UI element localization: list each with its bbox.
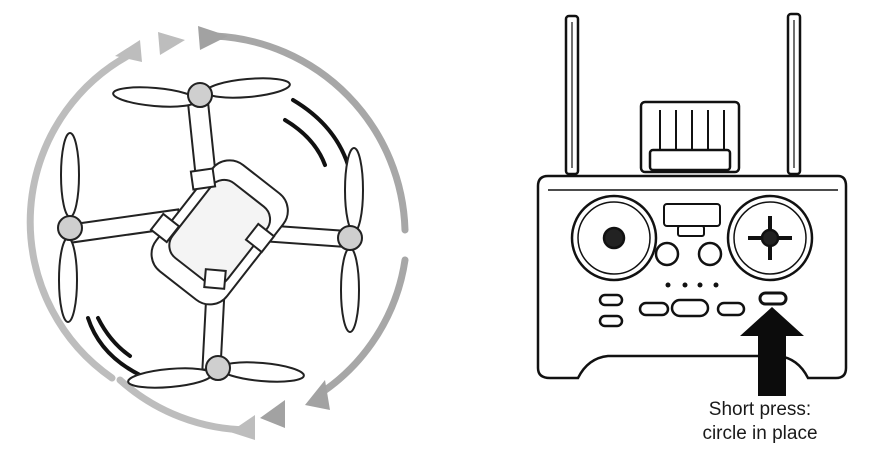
- left-stick[interactable]: [570, 194, 658, 282]
- circle-in-place-button[interactable]: [758, 291, 788, 306]
- drone-circle-illustration: [26, 26, 409, 440]
- indicator-leds: [665, 282, 719, 288]
- remote-controller: [536, 12, 848, 380]
- propellers: [57, 77, 364, 389]
- button-caption: Short press: circle in place: [660, 398, 860, 446]
- center-right-button[interactable]: [697, 241, 723, 267]
- function-buttons[interactable]: [598, 293, 746, 328]
- right-stick[interactable]: [726, 194, 814, 282]
- phone-holder: [639, 100, 741, 174]
- caption-line-1: Short press:: [708, 399, 812, 420]
- antennas: [564, 12, 802, 176]
- arrow-up-icon: [740, 307, 804, 396]
- motion-lines: [86, 98, 350, 377]
- arrow-head-icons: [115, 26, 330, 440]
- circular-arrows-icon: [26, 32, 409, 434]
- center-left-button[interactable]: [654, 241, 680, 267]
- caption-line-2: circle in place: [702, 423, 818, 444]
- drone-body: [149, 159, 289, 306]
